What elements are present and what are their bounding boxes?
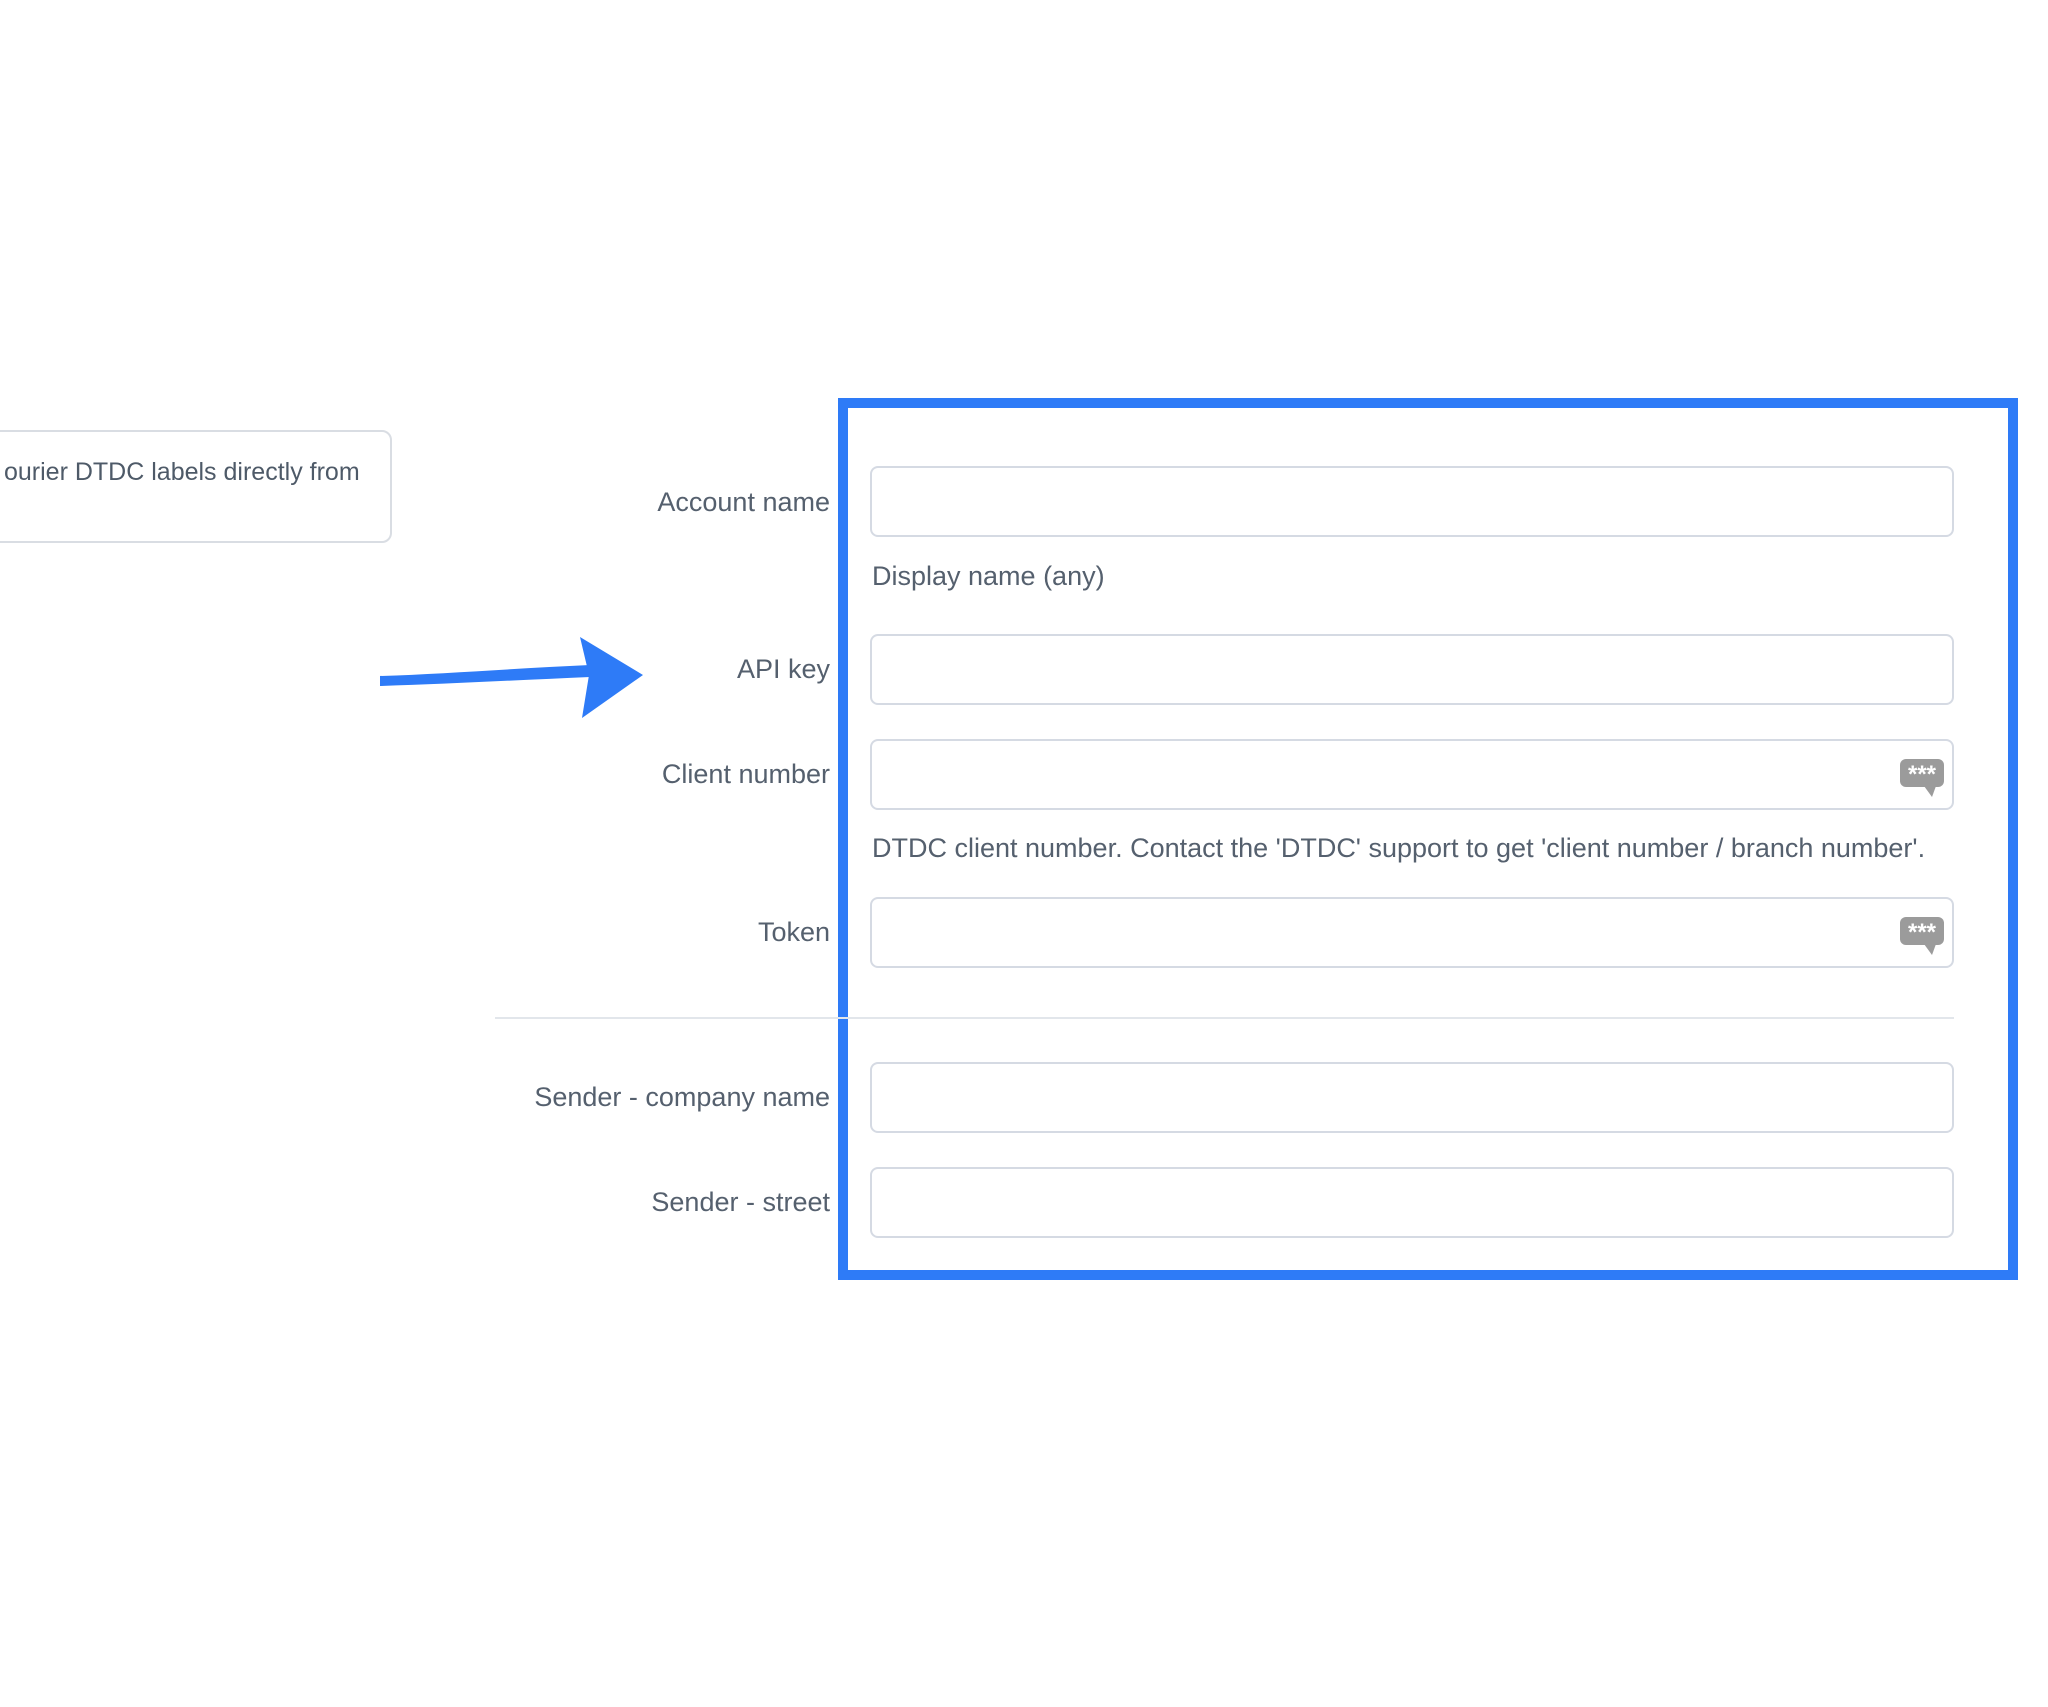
client-number-help-text: DTDC client number. Contact the 'DTDC' s… bbox=[872, 833, 1926, 863]
field-label-account-name: Account name bbox=[657, 487, 830, 517]
field-label-token: Token bbox=[757, 917, 830, 947]
sender-street-input[interactable] bbox=[870, 1167, 1954, 1238]
sender-company-name-input[interactable] bbox=[870, 1062, 1954, 1133]
api-key-input[interactable] bbox=[870, 634, 1954, 705]
account-name-input[interactable] bbox=[870, 466, 1954, 537]
client-number-input[interactable] bbox=[870, 739, 1954, 810]
token-input[interactable] bbox=[870, 897, 1954, 968]
annotation-arrow-icon bbox=[380, 637, 643, 718]
description-snippet-text: ourier DTDC labels directly from bbox=[4, 458, 360, 486]
field-label-sender-street: Sender - street bbox=[651, 1187, 830, 1217]
field-label-api-key: API key bbox=[736, 654, 830, 684]
field-label-client-number: Client number bbox=[661, 759, 830, 789]
account-name-help-text: Display name (any) bbox=[872, 561, 1105, 591]
secret-field-speech-bubble-icon[interactable]: *** bbox=[1899, 916, 1947, 956]
section-divider bbox=[495, 1017, 1954, 1019]
svg-text:***: *** bbox=[1908, 761, 1937, 788]
secret-field-speech-bubble-icon[interactable]: *** bbox=[1899, 758, 1947, 798]
description-snippet-box: ourier DTDC labels directly from bbox=[0, 430, 392, 543]
svg-text:***: *** bbox=[1908, 919, 1937, 946]
field-label-sender-company-name: Sender - company name bbox=[534, 1082, 830, 1112]
